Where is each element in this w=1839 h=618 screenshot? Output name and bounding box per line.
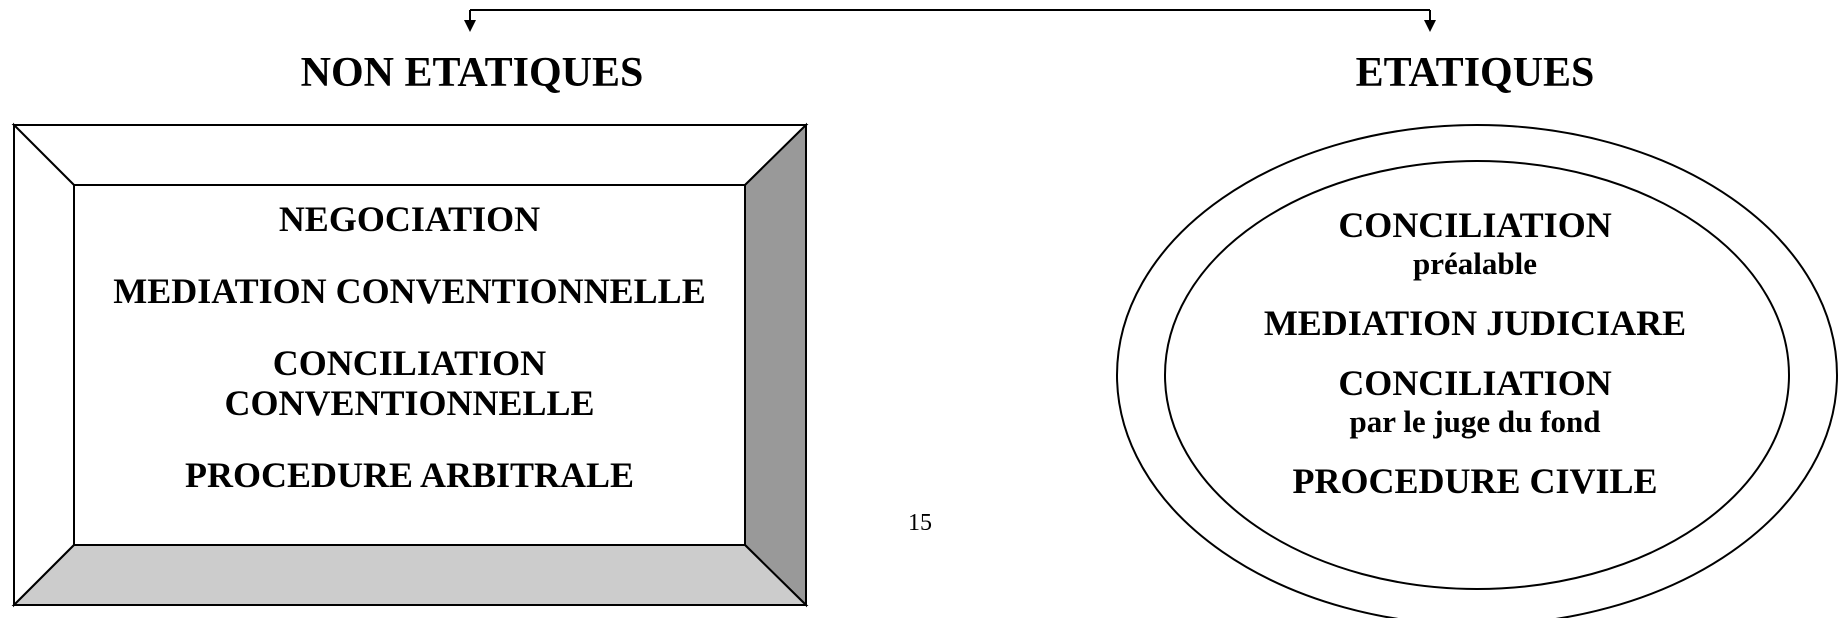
- item-label-line-2: CONVENTIONNELLE: [224, 383, 595, 423]
- list-item: NEGOCIATION: [279, 199, 540, 239]
- item-label: PROCEDURE CIVILE: [1292, 461, 1658, 501]
- heading-etatiques: ETATIQUES: [1355, 50, 1595, 96]
- list-item: MEDIATION JUDICIARE: [1264, 303, 1686, 343]
- item-label: CONCILIATION: [1338, 205, 1612, 245]
- item-label: PROCEDURE ARBITRALE: [184, 455, 635, 495]
- bevel-top: [11, 124, 809, 186]
- page-number: 15: [908, 510, 932, 536]
- list-item: PROCEDURE ARBITRALE: [185, 455, 634, 495]
- list-item: PROCEDURE CIVILE: [1292, 461, 1657, 501]
- item-label: CONCILIATION: [1338, 363, 1612, 403]
- item-label: NEGOCIATION: [278, 199, 541, 239]
- bevel-bottom: [11, 544, 809, 606]
- inner-ellipse: [1164, 160, 1790, 590]
- list-item: MEDIATION CONVENTIONNELLE: [113, 271, 705, 311]
- item-sublabel: par le juge du fond: [1349, 404, 1601, 439]
- list-item: CONCILIATION CONVENTIONNELLE: [224, 343, 594, 423]
- bevel-right: [744, 122, 807, 608]
- bevel-left: [13, 122, 75, 608]
- item-label: MEDIATION JUDICIARE: [1263, 303, 1687, 343]
- bevel-frame: [11, 122, 809, 608]
- non-etatiques-list: NEGOCIATION MEDIATION CONVENTIONNELLE CO…: [74, 185, 745, 543]
- item-label: MEDIATION CONVENTIONNELLE: [113, 271, 706, 311]
- list-item: CONCILIATION préalable: [1338, 205, 1611, 283]
- right-arrow-head: [1424, 20, 1436, 32]
- etatiques-list: CONCILIATION préalable MEDIATION JUDICIA…: [1185, 205, 1765, 565]
- item-label: CONCILIATION: [272, 343, 547, 383]
- left-arrow-head: [464, 20, 476, 32]
- item-sublabel: préalable: [1413, 246, 1537, 281]
- list-item: CONCILIATION par le juge du fond: [1338, 363, 1611, 441]
- heading-non-etatiques: NON ETATIQUES: [300, 50, 644, 96]
- bevel-inner-panel: [73, 184, 746, 546]
